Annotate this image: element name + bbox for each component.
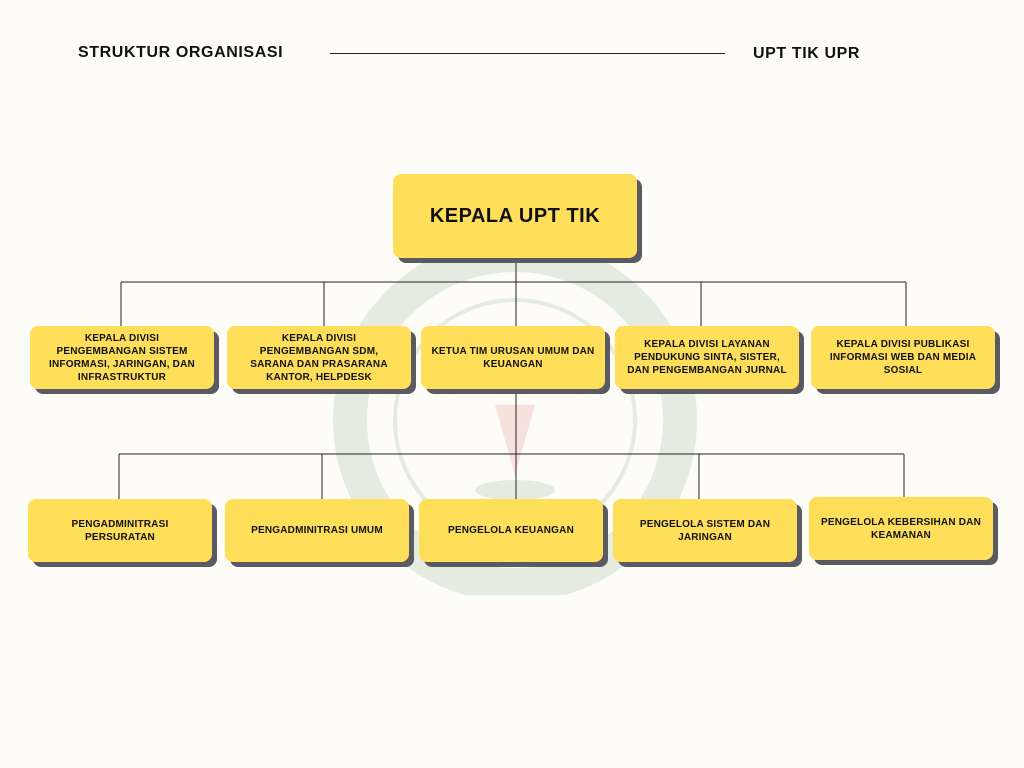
node-pengelola-sistem-jaringan: PENGELOLA SISTEM DAN JARINGAN <box>613 499 797 562</box>
page-title: STRUKTUR ORGANISASI <box>78 44 284 61</box>
node-kepala-divisi-sdm-sarana: KEPALA DIVISI PENGEMBANGAN SDM, SARANA D… <box>227 326 411 389</box>
organization-name: UPT TIK UPR <box>753 45 861 62</box>
node-kepala-divisi-layanan-pendukung: KEPALA DIVISI LAYANAN PENDUKUNG SINTA, S… <box>615 326 799 389</box>
node-ketua-tim-urusan-umum: KETUA TIM URUSAN UMUM DAN KEUANGAN <box>421 326 605 389</box>
node-pengelola-keuangan: PENGELOLA KEUANGAN <box>419 499 603 562</box>
header-divider <box>330 53 725 54</box>
node-kepala-divisi-sistem-informasi: KEPALA DIVISI PENGEMBANGAN SISTEM INFORM… <box>30 326 214 389</box>
node-pengadministrasi-persuratan: PENGADMINITRASI PERSURATAN <box>28 499 212 562</box>
node-kepala-upt-tik: KEPALA UPT TIK <box>393 174 637 258</box>
node-kepala-divisi-publikasi: KEPALA DIVISI PUBLIKASI INFORMASI WEB DA… <box>811 326 995 389</box>
node-pengelola-kebersihan-keamanan: PENGELOLA KEBERSIHAN DAN KEAMANAN <box>809 497 993 560</box>
node-pengadministrasi-umum: PENGADMINITRASI UMUM <box>225 499 409 562</box>
